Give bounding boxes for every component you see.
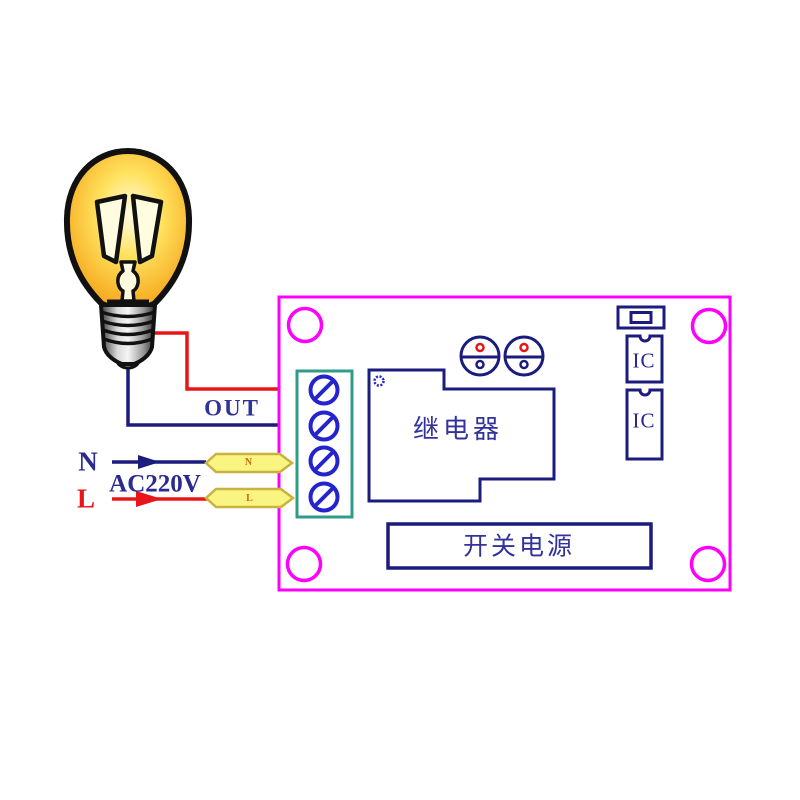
mounting-holes xyxy=(285,306,728,583)
bulb-base-ridges xyxy=(100,310,156,346)
voltage-label: AC220V xyxy=(109,470,201,498)
psu-outline xyxy=(386,522,653,570)
arrow-head-icon xyxy=(136,491,162,507)
light-bulb-icon xyxy=(63,148,193,370)
ic-bottom-label: IC xyxy=(632,408,656,433)
live-label: L xyxy=(76,483,96,514)
live-crimp-connector xyxy=(204,487,296,509)
screw-terminal-2 xyxy=(308,410,340,442)
ic-top-label: IC xyxy=(632,348,656,373)
trimmer-cap-2 xyxy=(503,335,545,377)
pcb-marker-icon xyxy=(373,375,385,387)
mounting-hole xyxy=(286,306,324,344)
trimmer-cap-1 xyxy=(459,335,501,377)
screw-terminal-3 xyxy=(308,445,340,477)
neutral-label: N xyxy=(78,446,98,477)
screw-terminal-4 xyxy=(308,481,340,513)
live-connector-tag: L xyxy=(246,493,254,504)
neutral-input-arrow xyxy=(112,455,206,469)
ic-chip-bottom xyxy=(625,388,664,461)
neutral-crimp-connector xyxy=(204,452,295,474)
mounting-hole xyxy=(285,545,323,583)
live-output-wire xyxy=(150,331,312,391)
neutral-output-wire xyxy=(126,354,312,427)
jumper-block xyxy=(616,305,666,330)
screw-terminals xyxy=(308,374,340,513)
relay-outline xyxy=(367,368,556,503)
out-label: OUT xyxy=(204,395,260,421)
psu-label: 开关电源 xyxy=(462,533,576,561)
ic-chip-top xyxy=(625,334,664,384)
neutral-connector-tag: N xyxy=(244,457,254,468)
live-input-arrow xyxy=(112,491,208,507)
mounting-hole xyxy=(689,545,727,583)
trimmer-caps xyxy=(459,335,545,377)
mounting-hole xyxy=(690,307,728,345)
arrow-head-icon xyxy=(138,455,160,469)
relay-label: 继电器 xyxy=(412,415,504,444)
screw-terminal-1 xyxy=(308,374,340,406)
